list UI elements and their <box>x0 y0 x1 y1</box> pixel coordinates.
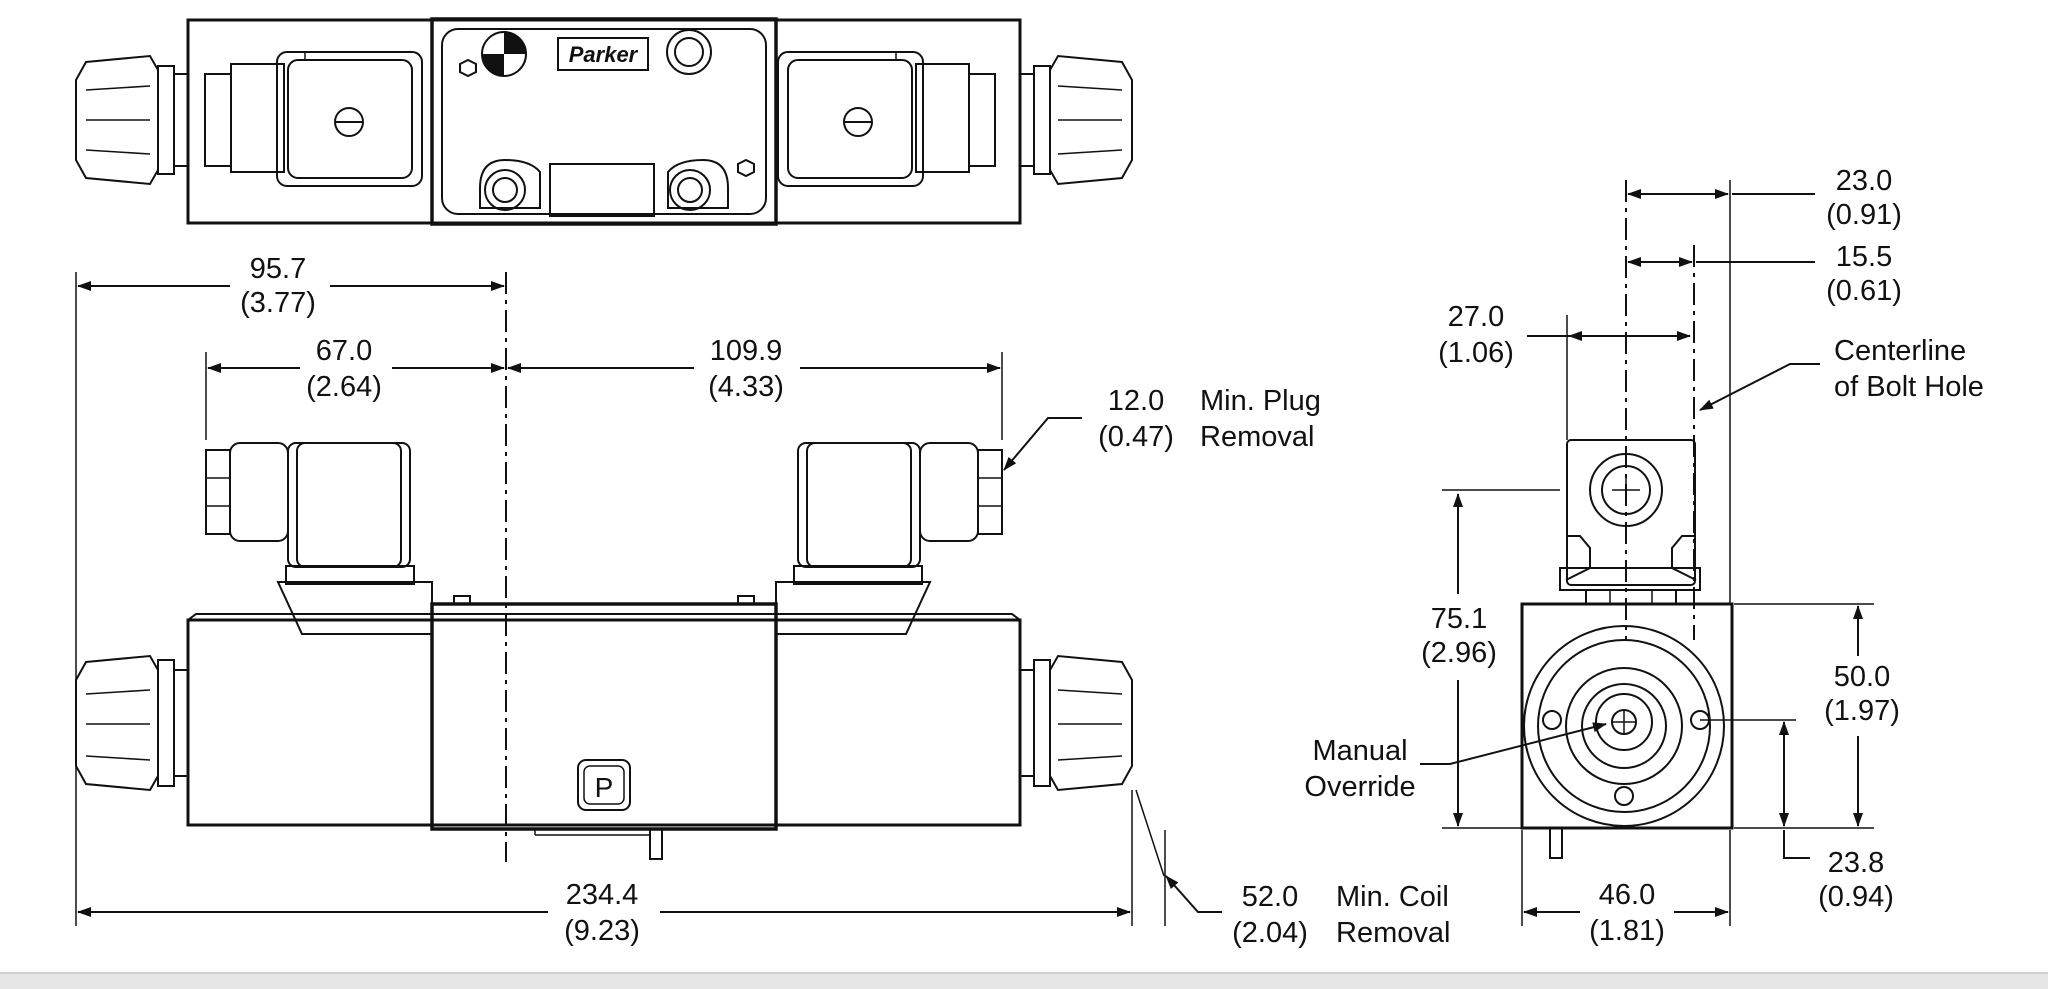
front-left-connector <box>75 654 189 792</box>
port-p-marker <box>577 759 631 811</box>
dim-23-8-in: (0.94) <box>1818 881 1894 913</box>
front-left-coil <box>205 442 433 635</box>
manual-override-label-2: Override <box>1304 771 1415 803</box>
dim-75-1-in: (2.96) <box>1421 637 1497 669</box>
front-right-connector <box>1019 654 1133 792</box>
dim-67-0-mm: 67.0 <box>316 335 372 367</box>
side-view <box>1520 180 1734 859</box>
dim-50-0-in: (1.97) <box>1824 695 1900 727</box>
dim-15-5-in: (0.61) <box>1826 275 1902 307</box>
dim-75-1-mm: 75.1 <box>1431 603 1487 635</box>
front-right-coil <box>775 442 1003 635</box>
dim-23-8-mm: 23.8 <box>1828 847 1884 879</box>
dim-15-5-mm: 15.5 <box>1836 241 1892 273</box>
top-center-body: Parker <box>430 17 778 226</box>
dim-52-0-in: (2.04) <box>1232 917 1308 949</box>
dimension-labels: 95.7 (3.77) 67.0 (2.64) 109.9 (4.33) 12.… <box>240 165 1984 949</box>
dim-109-9-mm: 109.9 <box>710 335 783 367</box>
dim-12-0-in: (0.47) <box>1098 421 1174 453</box>
dim-234-4-in: (9.23) <box>564 915 640 947</box>
dim-95-7-in: (3.77) <box>240 287 316 319</box>
side-dimensions <box>1420 180 1874 926</box>
coil-removal-note-1: Min. Coil <box>1336 881 1449 913</box>
top-right-coil <box>777 51 924 187</box>
dim-109-9-in: (4.33) <box>708 371 784 403</box>
dim-52-0-mm: 52.0 <box>1242 881 1298 913</box>
parker-logo: Parker <box>569 42 639 67</box>
manual-override-label-1: Manual <box>1312 735 1407 767</box>
dim-23-0-in: (0.91) <box>1826 199 1902 231</box>
top-view: Parker <box>75 17 1133 226</box>
top-right-connector <box>915 54 1133 186</box>
side-plug <box>1559 439 1701 621</box>
plug-removal-note-1: Min. Plug <box>1200 385 1321 417</box>
bottom-edge-bar <box>0 972 2048 989</box>
dim-234-4-mm: 234.4 <box>566 879 639 911</box>
dim-95-7-mm: 95.7 <box>250 253 306 285</box>
top-left-coil <box>276 51 423 187</box>
port-p-label: P <box>595 772 614 803</box>
dim-23-0-mm: 23.0 <box>1836 165 1892 197</box>
front-dimensions <box>75 272 1222 926</box>
dim-27-0-mm: 27.0 <box>1448 301 1504 333</box>
dim-46-0-mm: 46.0 <box>1599 879 1655 911</box>
top-left-connector <box>75 54 285 186</box>
centerline-label-1: Centerline <box>1834 335 1966 367</box>
centerline-label-2: of Bolt Hole <box>1834 371 1984 403</box>
dim-27-0-in: (1.06) <box>1438 337 1514 369</box>
plug-removal-note-2: Removal <box>1200 421 1314 453</box>
dim-67-0-in: (2.64) <box>306 371 382 403</box>
coil-removal-note-2: Removal <box>1336 917 1450 949</box>
dim-46-0-in: (1.81) <box>1589 915 1665 947</box>
dim-12-0-mm: 12.0 <box>1108 385 1164 417</box>
front-view: P <box>75 272 1133 862</box>
dim-50-0-mm: 50.0 <box>1834 661 1890 693</box>
